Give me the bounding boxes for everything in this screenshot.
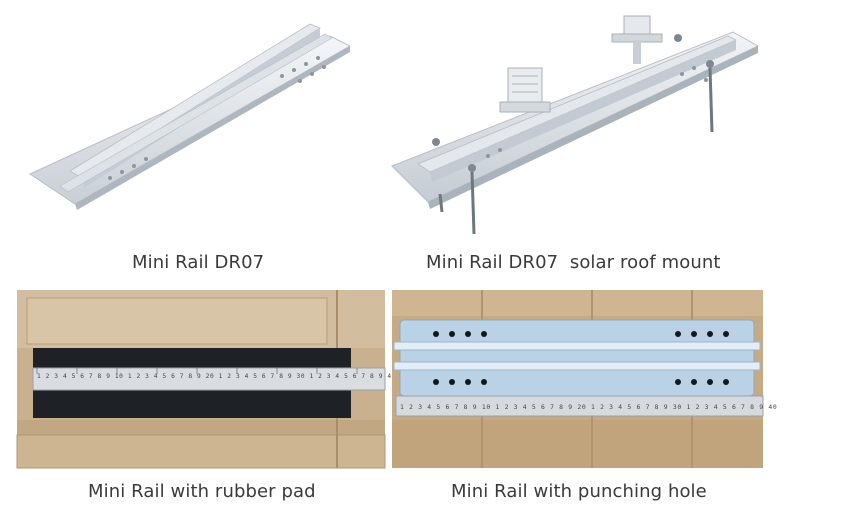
caption-punching-hole: Mini Rail with punching hole bbox=[451, 481, 707, 502]
mini-rail-image bbox=[20, 6, 380, 221]
ruler-markings-right: 1 2 3 4 5 6 7 8 9 10 1 2 3 4 5 6 7 8 9 2… bbox=[400, 403, 778, 411]
solar-roof-mount-image bbox=[388, 6, 768, 238]
rubber-pad-photo: 1 2 3 4 5 6 7 8 9 10 1 2 3 4 5 6 7 8 9 2… bbox=[16, 290, 396, 469]
caption-rubber-pad: Mini Rail with rubber pad bbox=[88, 481, 316, 502]
caption-solar-roof-mount: Mini Rail DR07 solar roof mount bbox=[426, 252, 721, 273]
ruler-markings-left: 1 2 3 4 5 6 7 8 9 10 1 2 3 4 5 6 7 8 9 2… bbox=[37, 373, 396, 380]
punching-hole-photo: 1 2 3 4 5 6 7 8 9 10 1 2 3 4 5 6 7 8 9 2… bbox=[392, 290, 778, 468]
caption-mini-rail: Mini Rail DR07 bbox=[132, 252, 265, 273]
